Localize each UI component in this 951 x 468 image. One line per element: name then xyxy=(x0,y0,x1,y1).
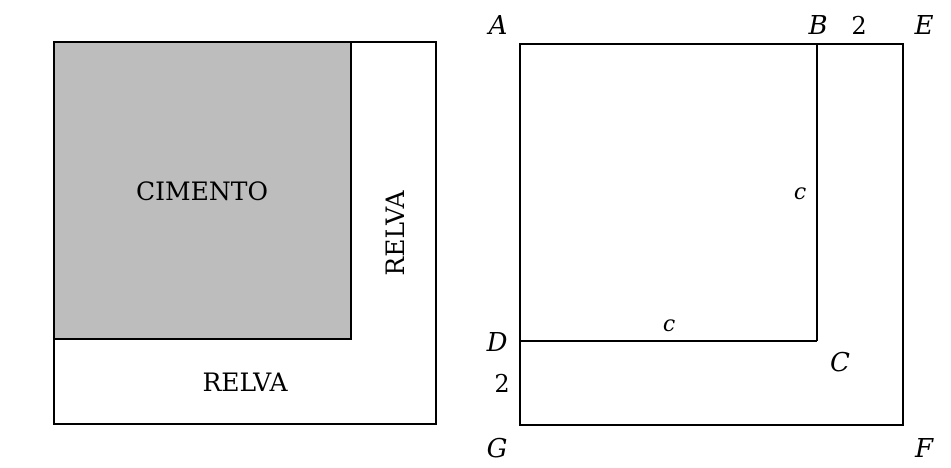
lawn-bottom-label: RELVA xyxy=(202,368,288,397)
right-figure: A B 2 E c c D C 2 G F xyxy=(486,11,934,464)
left-height-label: 2 xyxy=(494,370,509,398)
top-width-label: 2 xyxy=(851,12,866,40)
cement-label: CIMENTO xyxy=(136,177,268,206)
point-A-label: A xyxy=(487,11,508,41)
left-figure: CIMENTO RELVA RELVA xyxy=(53,41,437,425)
point-C-label: C xyxy=(830,348,850,378)
horizontal-c-label: c xyxy=(663,312,675,337)
cement-square xyxy=(53,41,352,340)
point-D-label: D xyxy=(486,328,508,358)
lawn-right-label: RELVA xyxy=(381,189,410,275)
point-B-label: B xyxy=(807,11,827,41)
point-F-label: F xyxy=(914,434,934,464)
point-G-label: G xyxy=(487,434,508,464)
outer-square-AEFG xyxy=(519,43,904,426)
point-E-label: E xyxy=(914,11,934,41)
vertical-c-label: c xyxy=(794,180,806,205)
